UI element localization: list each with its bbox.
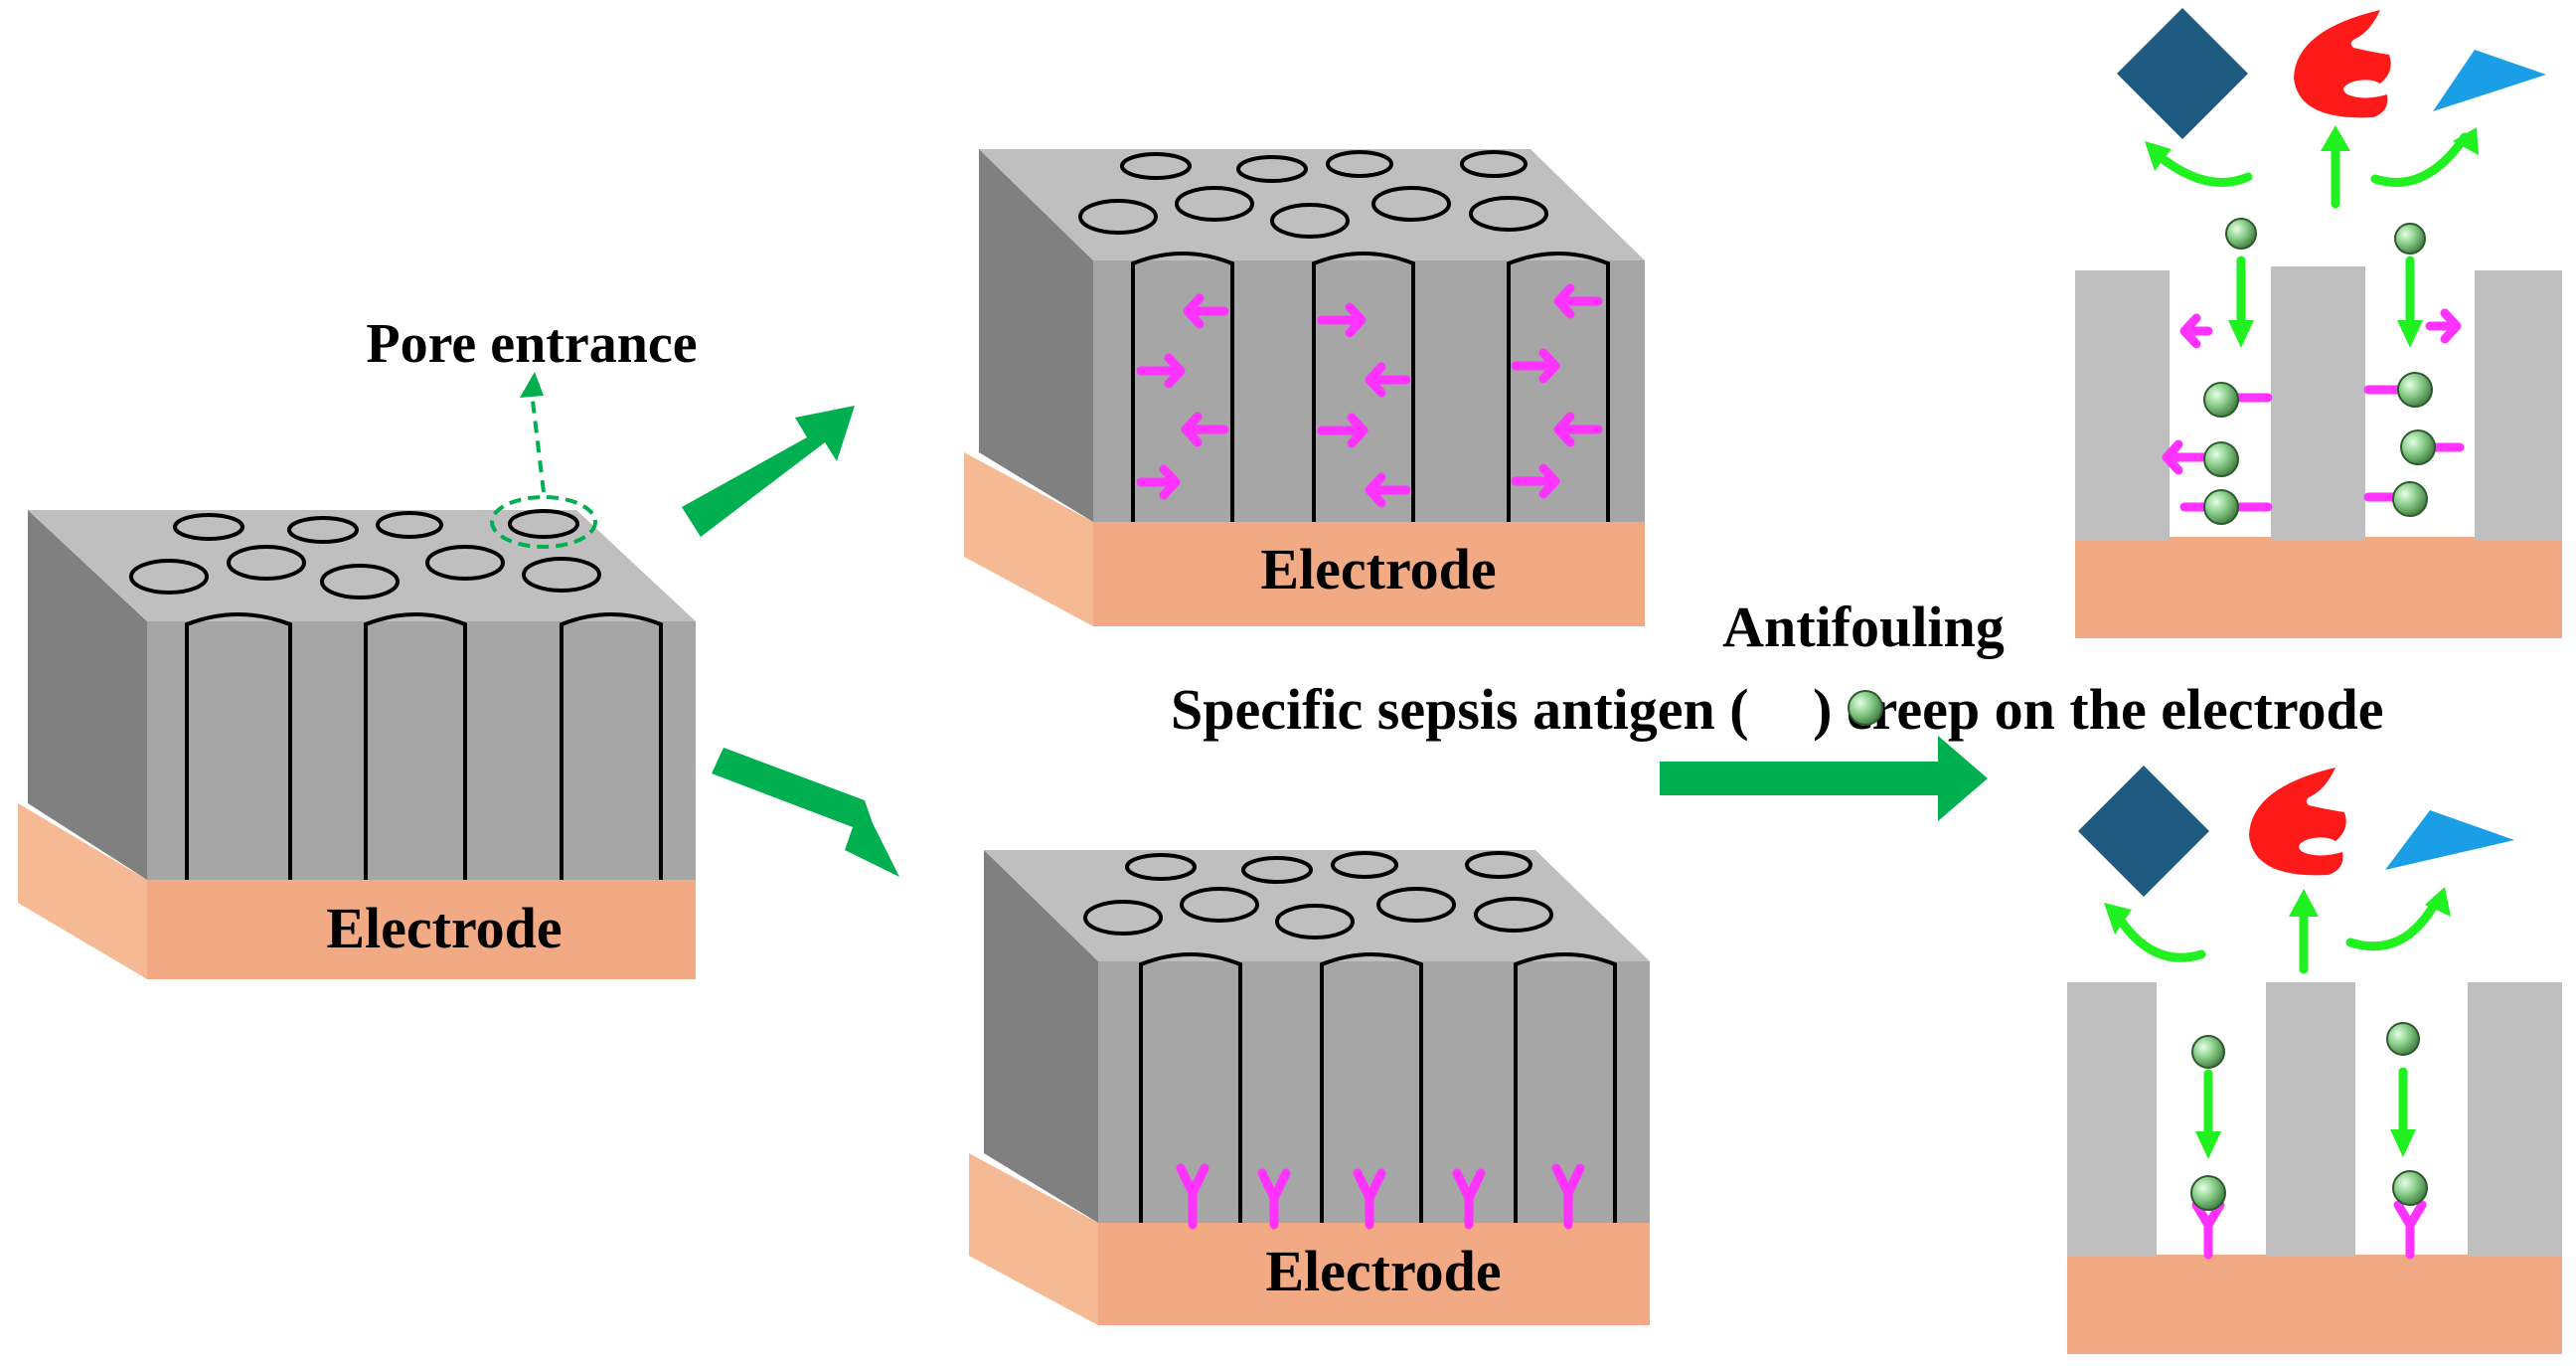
pore-entrance-label: Pore entrance — [366, 313, 697, 375]
diamond-icon — [2117, 8, 2248, 139]
c-shape-icon — [2249, 768, 2346, 876]
pore-entrance-marker — [490, 495, 597, 549]
arrow-to-top-block — [682, 406, 855, 537]
diamond-icon — [2078, 766, 2209, 897]
electrode-label-top: Electrode — [1260, 537, 1496, 601]
specific-sepsis-prefix: Specific sepsis antigen ( — [1171, 677, 1749, 742]
electrode-label-main: Electrode — [326, 896, 562, 960]
arrow-to-bottom-block — [712, 748, 899, 877]
electrode-block-main — [18, 372, 696, 979]
specific-sepsis-label: Specific sepsis antigen ( ) creep on the… — [1171, 677, 2384, 742]
specific-sepsis-suffix: ) creep on the electrode — [1813, 677, 2383, 742]
arrow-antifouling — [1660, 736, 1988, 821]
electrode-label-bottom: Electrode — [1265, 1239, 1501, 1303]
flow-arrows — [682, 406, 1988, 877]
panel-wall-capture — [2075, 8, 2562, 638]
antifouling-label: Antifouling — [1722, 595, 2005, 659]
panel-bottom-capture — [2067, 766, 2562, 1354]
antigen-sphere-icon — [1848, 690, 1883, 726]
c-shape-icon — [2294, 10, 2391, 118]
triangle-icon — [2385, 810, 2514, 870]
electrode-block-wall-antibodies — [964, 149, 1645, 626]
triangle-icon — [2433, 50, 2546, 111]
electrode-block-bottom-antibodies — [969, 850, 1650, 1325]
